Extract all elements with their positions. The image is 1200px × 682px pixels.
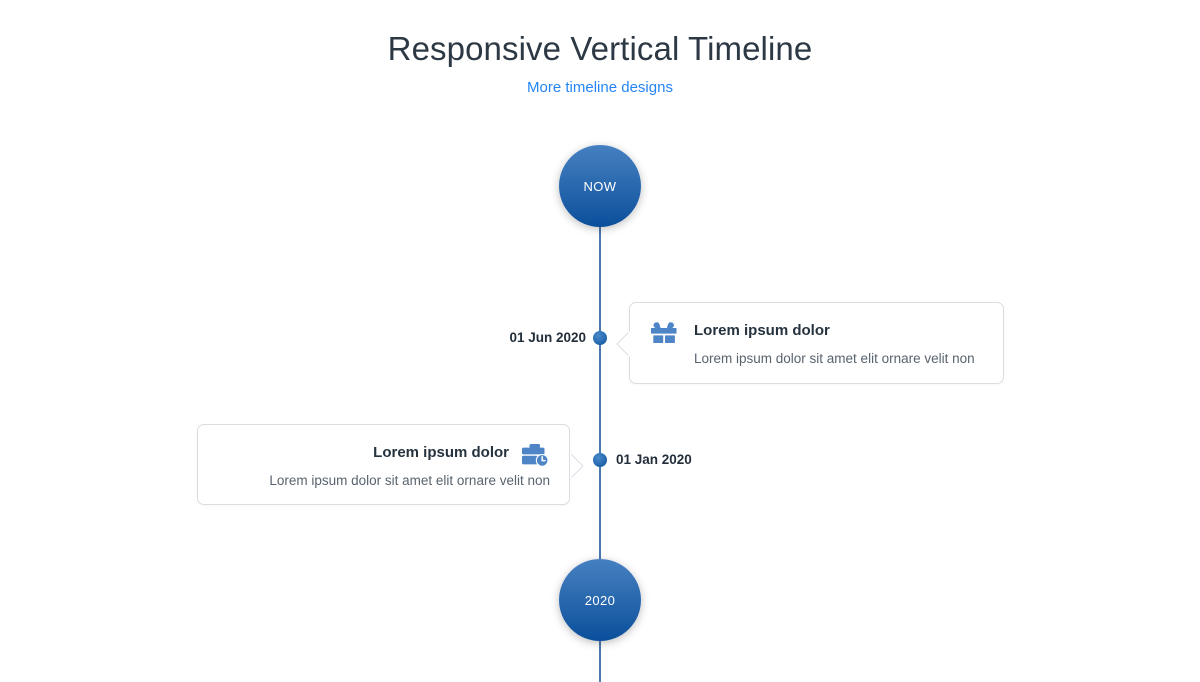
timeline-year-marker[interactable]: 2020 — [559, 559, 641, 641]
event-date-0: 01 Jun 2020 — [509, 330, 586, 345]
event-date-1: 01 Jan 2020 — [616, 452, 692, 467]
card-description-1: Lorem ipsum dolor sit amet elit ornare v… — [269, 473, 550, 488]
timeline-dot-0[interactable] — [593, 331, 607, 345]
timeline-spine — [599, 185, 601, 682]
card-title-0: Lorem ipsum dolor — [694, 322, 830, 339]
card-title-1: Lorem ipsum dolor — [373, 444, 509, 461]
timeline-dot-1[interactable] — [593, 453, 607, 467]
timeline-card-0[interactable]: Lorem ipsum dolor Lorem ipsum dolor sit … — [629, 302, 1004, 384]
timeline-card-1[interactable]: Lorem ipsum dolor Lorem ipsum dolor sit … — [197, 424, 570, 505]
card-description-0: Lorem ipsum dolor sit amet elit ornare v… — [694, 351, 975, 366]
page-title: Responsive Vertical Timeline — [387, 30, 813, 67]
more-timeline-designs-link[interactable]: More timeline designs — [527, 79, 673, 96]
card-notch-0 — [616, 331, 630, 357]
briefcase-clock-icon — [522, 444, 549, 467]
gift-icon — [651, 322, 677, 343]
card-notch-1 — [570, 453, 584, 479]
timeline-now-marker[interactable]: NOW — [559, 145, 641, 227]
year-marker-label: 2020 — [584, 592, 616, 608]
now-marker-label: NOW — [583, 178, 617, 194]
